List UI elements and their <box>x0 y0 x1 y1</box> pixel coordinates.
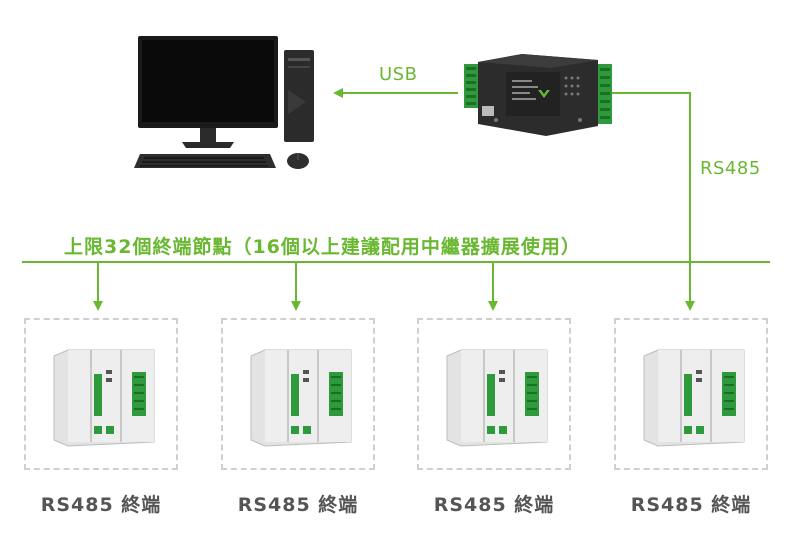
rs485-terminal-device-icon <box>250 349 352 447</box>
terminal-label-4: RS485 終端 <box>630 494 752 516</box>
terminal-label-1: RS485 終端 <box>40 494 162 516</box>
terminal-label-2: RS485 終端 <box>237 494 359 516</box>
usb-label: USB <box>379 64 418 85</box>
desktop-computer-icon <box>134 36 314 169</box>
terminal-box-4 <box>614 318 768 470</box>
usb-to-rs485-converter-icon <box>464 54 612 136</box>
rs485-terminal-device-icon <box>446 349 548 447</box>
rs485-line <box>612 92 695 311</box>
rs485-terminal-device-icon <box>643 349 745 447</box>
terminal-box-3 <box>417 318 571 470</box>
rs485-terminal-device-icon <box>53 349 155 447</box>
terminal-box-2 <box>221 318 375 470</box>
terminal-label-3: RS485 終端 <box>433 494 555 516</box>
bus-title: 上限32個終端節點（16個以上建議配用中繼器擴展使用） <box>64 236 581 258</box>
rs485-label: RS485 <box>700 158 761 179</box>
terminal-box-1 <box>24 318 178 470</box>
